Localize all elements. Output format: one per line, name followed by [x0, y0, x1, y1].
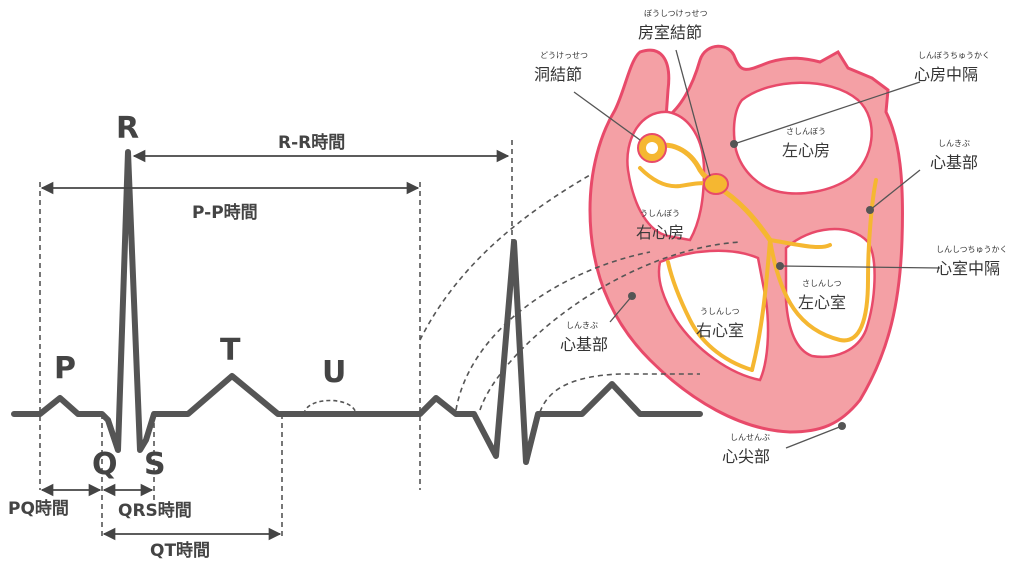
apex-ruby: しんせんぶ — [730, 433, 770, 442]
base-left-ruby: しんきぶ — [566, 321, 598, 330]
atrial-septum-label: 心房中隔 — [914, 65, 978, 84]
sa-node-label: 洞結節 — [534, 65, 582, 84]
pq-interval-label: PQ時間 — [8, 498, 69, 519]
s-wave-label: S — [144, 447, 166, 482]
left-ventricle-ruby: さしんしつ — [802, 279, 842, 288]
left-atrium-ruby: さしんぼう — [786, 127, 826, 136]
left-atrium-chamber — [734, 83, 872, 194]
right-atrium-ruby: うしんぼう — [640, 209, 680, 218]
r-wave-label: R — [116, 111, 139, 146]
q-wave-label: Q — [92, 447, 118, 482]
u-wave-label: U — [322, 355, 346, 390]
qrs-interval-label: QRS時間 — [118, 500, 192, 521]
av-node-label: 房室結節 — [638, 23, 702, 42]
ventricular-septum-ruby: しんしつちゅうかく — [936, 245, 1008, 254]
av-node-ruby: ぼうしつけっせつ — [644, 9, 708, 18]
rr-interval-label: R-R時間 — [278, 132, 345, 153]
apex-label: 心尖部 — [722, 447, 770, 466]
av-node — [704, 174, 728, 194]
pp-interval-label: P-P時間 — [192, 202, 258, 223]
sa-node-ruby: どうけっせつ — [540, 51, 588, 60]
base-left-label: 心基部 — [560, 335, 608, 354]
right-ventricle-ruby: うしんしつ — [700, 307, 740, 316]
ventricular-septum-label: 心室中隔 — [936, 259, 1000, 278]
left-atrium-label: 左心房 — [782, 141, 830, 160]
atrial-septum-ruby: しんぼうちゅうかく — [918, 51, 990, 60]
base-right-label: 心基部 — [930, 153, 978, 172]
right-atrium-label: 右心房 — [636, 223, 684, 242]
qt-interval-label: QT時間 — [150, 540, 210, 561]
p-wave-label: P — [54, 351, 76, 386]
right-ventricle-label: 右心室 — [696, 321, 744, 340]
base-right-ruby: しんきぶ — [938, 139, 970, 148]
left-ventricle-label: 左心室 — [798, 293, 846, 312]
sa-node-center — [646, 142, 658, 154]
t-wave-label: T — [220, 333, 241, 368]
